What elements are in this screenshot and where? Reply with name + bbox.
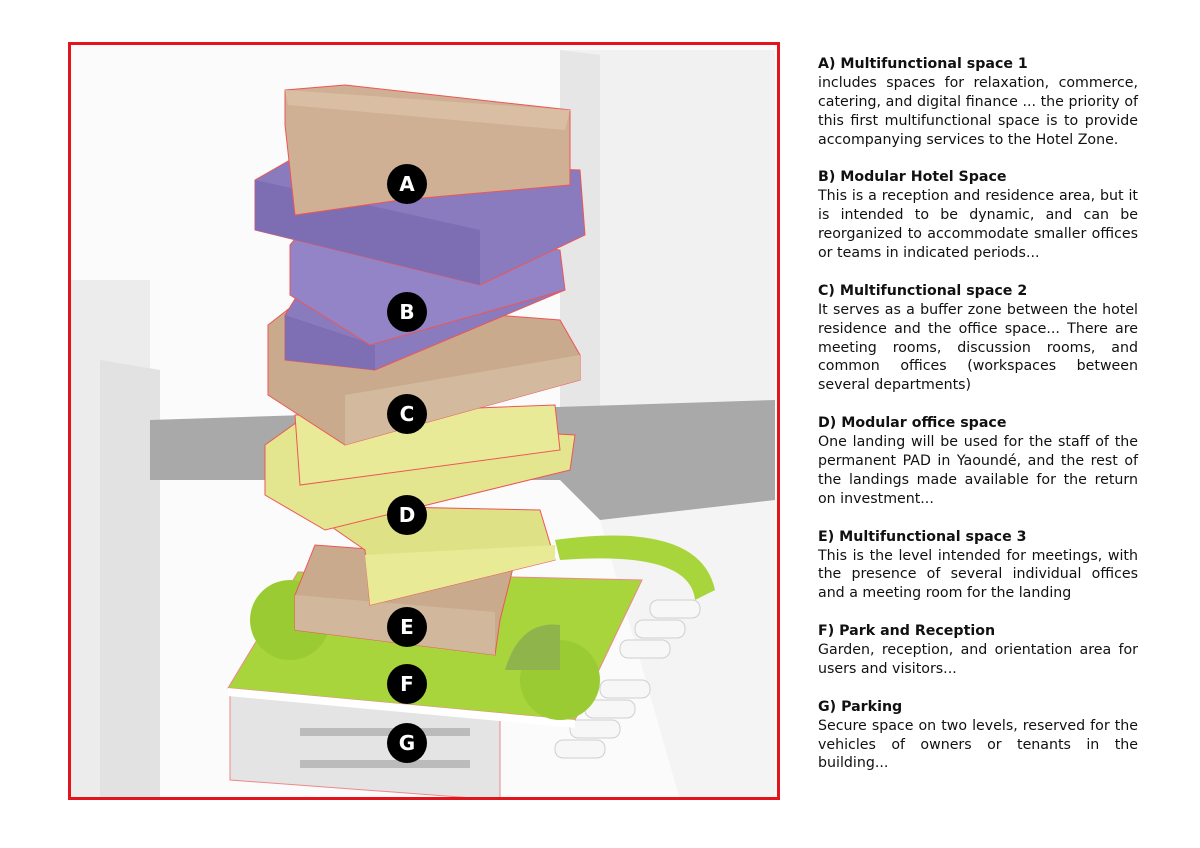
legend-title: A) Multifunctional space 1: [818, 56, 1028, 72]
legend-item-e: E) Multifunctional space 3 This is the le…: [818, 528, 1138, 604]
parked-cars: [554, 599, 701, 759]
label-d: D: [387, 495, 427, 535]
legend-title: E) Multifunctional space 3: [818, 528, 1027, 545]
svg-text:G: G: [399, 731, 415, 755]
label-b: B: [387, 292, 427, 332]
svg-text:F: F: [400, 672, 414, 696]
svg-text:E: E: [400, 615, 414, 639]
legend-item-c: C) Multifunctional space 2 It serves as a…: [818, 282, 1138, 395]
legend-text: Secure space on two levels, reserved for…: [818, 717, 1138, 772]
legend-title: D) Modular office space: [818, 415, 1007, 432]
svg-text:C: C: [400, 402, 415, 426]
legend-title: C) Multifunctional space 2: [818, 282, 1028, 299]
label-e: E: [387, 607, 427, 647]
legend-text: It serves as a buffer zone between the h…: [818, 301, 1138, 394]
legend-title: F) Park and Reception: [818, 623, 996, 640]
label-g: G: [387, 723, 427, 763]
legend-text: includes spaces for relaxation, commerce…: [818, 74, 1138, 148]
label-a: A: [387, 164, 427, 204]
legend-text: Garden, reception, and orientation area …: [818, 642, 1138, 677]
context-building-right: [560, 50, 775, 470]
svg-text:A: A: [399, 172, 415, 196]
legend-text: This is a reception and residence area, …: [818, 188, 1138, 262]
legend-item-a: A) Multifunctional space 1 includes space…: [818, 55, 1138, 150]
svg-text:B: B: [399, 300, 414, 324]
diagram-frame: [68, 42, 780, 800]
svg-text:D: D: [399, 503, 416, 527]
label-f: F: [387, 664, 427, 704]
legend: A) Multifunctional space 1 includes space…: [818, 55, 1138, 792]
legend-title: B) Modular Hotel Space: [818, 169, 1007, 186]
legend-title: G) Parking: [818, 698, 903, 715]
label-c: C: [387, 394, 427, 434]
legend-text: One landing will be used for the staff o…: [818, 434, 1138, 507]
legend-text: This is the level intended for meetings,…: [818, 547, 1138, 602]
ramp: [555, 535, 715, 600]
